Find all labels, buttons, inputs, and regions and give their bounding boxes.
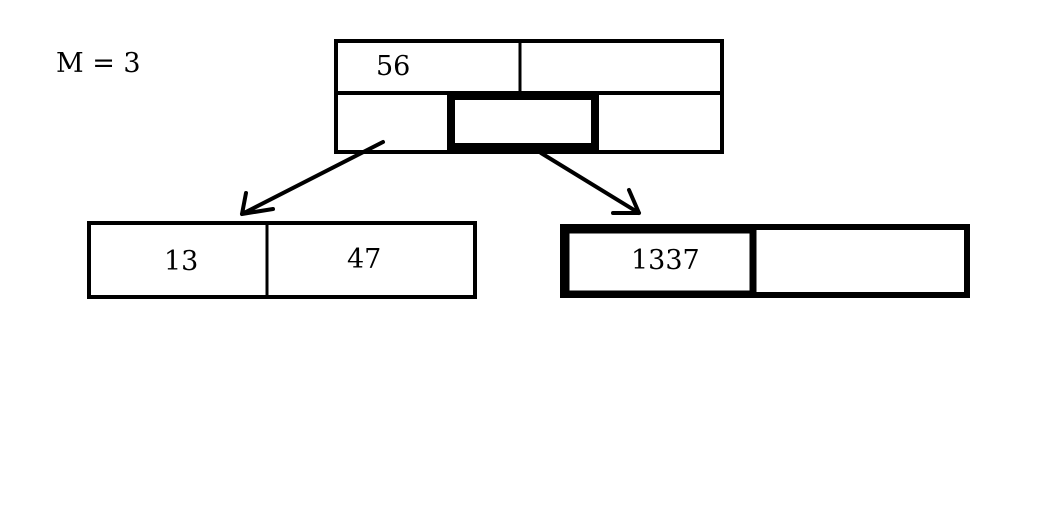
child-pointers: [240, 140, 641, 216]
left-child-box: [87, 221, 477, 299]
left-child-key-2: 47: [347, 244, 381, 275]
right-child-node: [560, 224, 970, 298]
left-child-arrow: [240, 140, 385, 216]
right-child-first-key-slot: [562, 226, 757, 298]
right-child-arrow: [539, 151, 641, 215]
root-key-1: 56: [376, 51, 410, 82]
right-child-box: [560, 224, 970, 298]
root-middle-pointer-slot: [447, 92, 599, 151]
left-child-node: [87, 221, 477, 299]
left-child-key-1: 13: [164, 246, 198, 277]
order-label: M = 3: [56, 48, 141, 79]
root-node: [334, 39, 724, 154]
right-child-key-1: 1337: [631, 245, 700, 276]
